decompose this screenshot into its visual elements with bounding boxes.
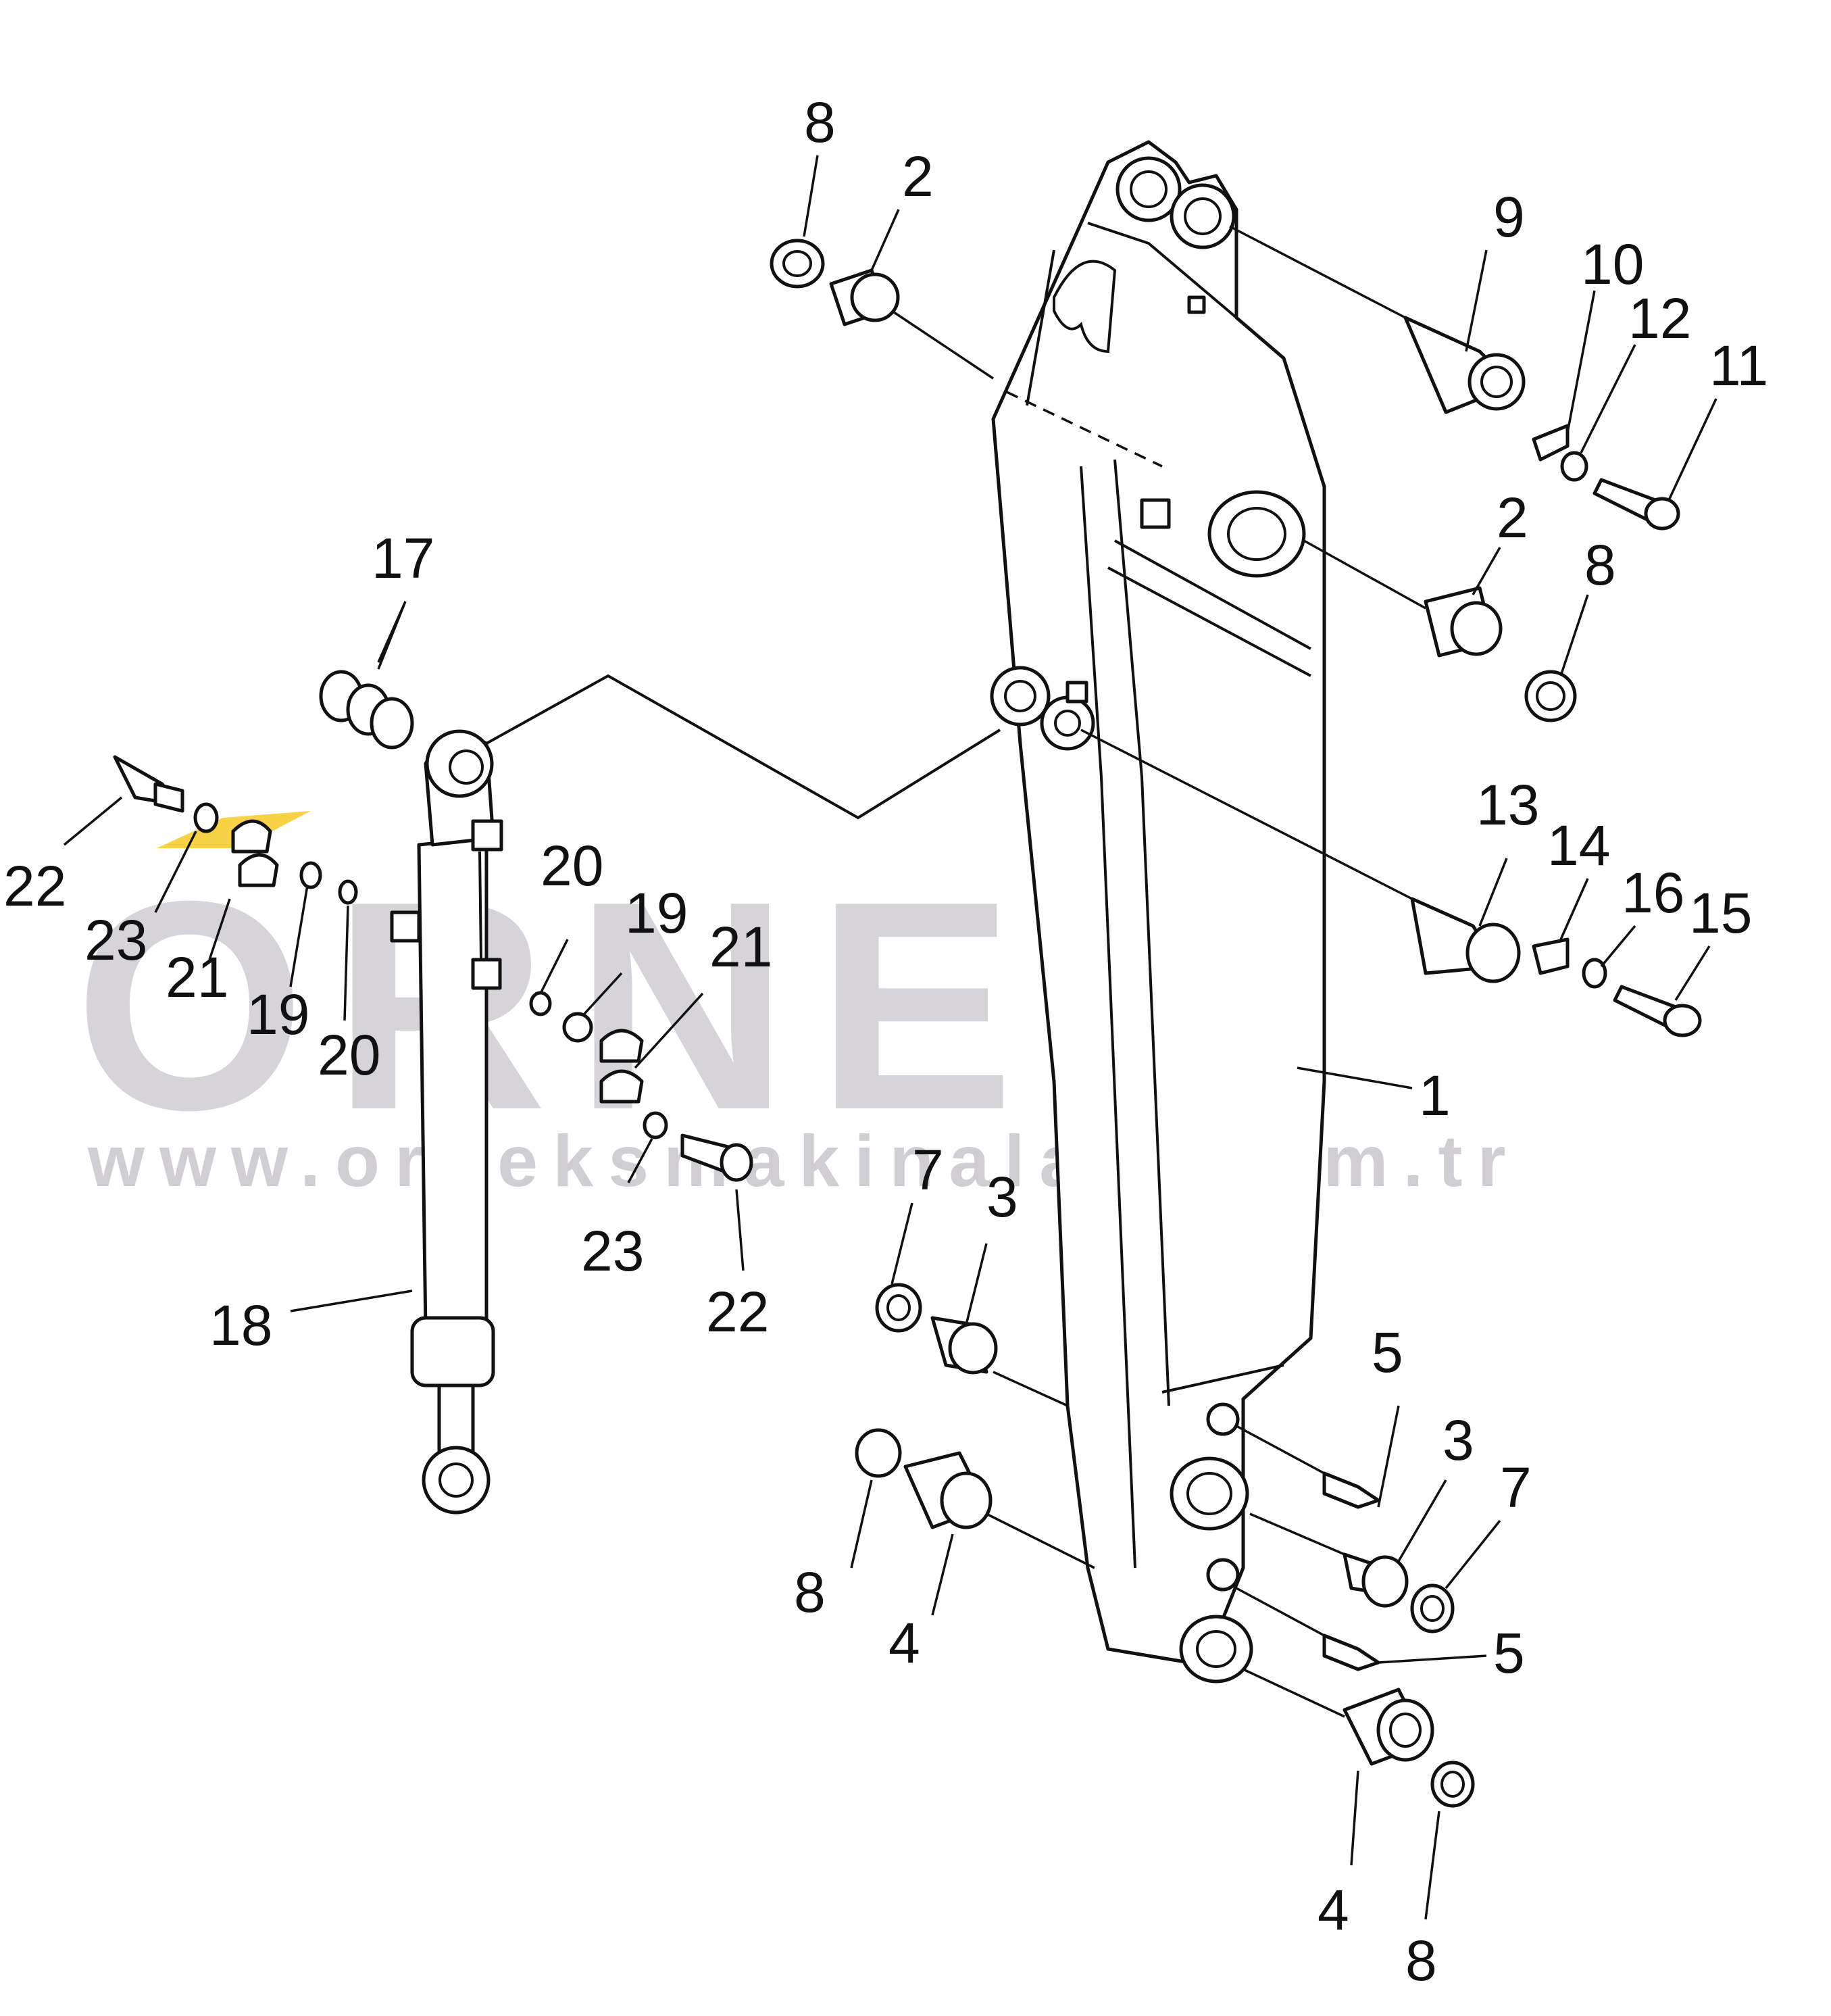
callout-20-left: 20 — [318, 1023, 380, 1087]
callout-18: 18 — [209, 1294, 272, 1357]
callout-15: 15 — [1689, 881, 1752, 945]
callout-7-right: 7 — [1500, 1456, 1532, 1519]
callout-14: 14 — [1547, 814, 1610, 877]
callout-1: 1 — [1419, 1064, 1451, 1127]
callout-4-right: 4 — [1318, 1878, 1349, 1942]
callout-2-right: 2 — [1497, 486, 1528, 549]
callout-22-mid: 22 — [706, 1280, 769, 1344]
callout-11: 11 — [1709, 334, 1768, 397]
callout-12: 12 — [1628, 287, 1691, 350]
callout-4-left: 4 — [888, 1611, 920, 1675]
callout-21-mid: 21 — [709, 915, 772, 979]
callout-9: 9 — [1493, 185, 1525, 249]
callout-13: 13 — [1476, 773, 1539, 837]
callout-20-mid: 20 — [541, 834, 603, 898]
callout-19-left: 19 — [247, 983, 309, 1046]
callout-8-right: 8 — [1405, 1929, 1437, 1992]
callout-5-upper: 5 — [1372, 1321, 1403, 1384]
callouts: 8 2 9 10 12 11 2 8 13 14 16 15 1 17 18 2… — [3, 91, 1768, 1992]
callout-10: 10 — [1581, 232, 1644, 296]
callout-17: 17 — [372, 526, 434, 590]
callout-5-lower: 5 — [1493, 1621, 1525, 1685]
leader-lines — [63, 155, 1717, 1920]
callout-21-left: 21 — [166, 945, 228, 1009]
callout-16: 16 — [1622, 861, 1684, 925]
callout-6: 8 — [804, 91, 836, 154]
callout-23-left: 23 — [84, 908, 147, 972]
callout-3-left: 3 — [986, 1165, 1018, 1229]
callout-19-mid: 19 — [625, 881, 688, 945]
seal-6-top — [770, 239, 825, 289]
callout-3-right: 3 — [1443, 1408, 1474, 1472]
callout-7-left: 7 — [912, 1138, 944, 1202]
callout-6-right: 8 — [1584, 533, 1616, 597]
boom-cylinder — [390, 674, 1001, 1515]
callout-8-left: 8 — [794, 1560, 826, 1624]
callout-2: 2 — [902, 145, 934, 208]
callout-22-left: 22 — [3, 854, 66, 918]
boom — [990, 140, 1326, 1683]
small-parts — [113, 225, 1702, 1808]
callout-23-mid: 23 — [581, 1219, 644, 1283]
